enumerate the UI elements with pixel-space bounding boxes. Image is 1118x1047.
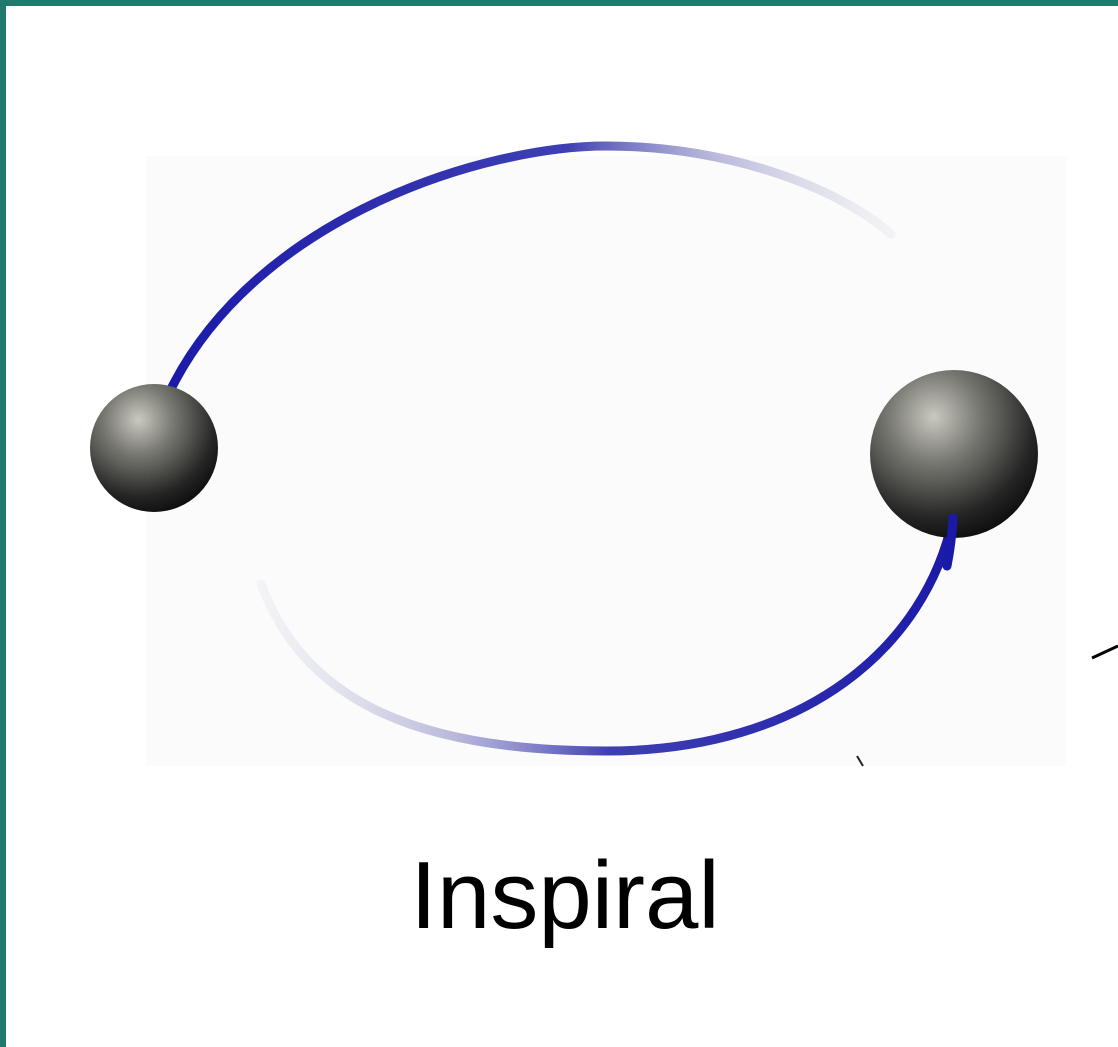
edge-tick-mark: [1092, 646, 1118, 658]
caption-label: Inspiral: [6, 841, 1118, 951]
lower-orbit-trail: [261, 518, 953, 751]
large-black-hole-icon: [870, 370, 1038, 538]
small-black-hole-icon: [90, 384, 218, 512]
upper-orbit-trail: [170, 146, 891, 391]
small-tick-mark: [857, 756, 863, 766]
